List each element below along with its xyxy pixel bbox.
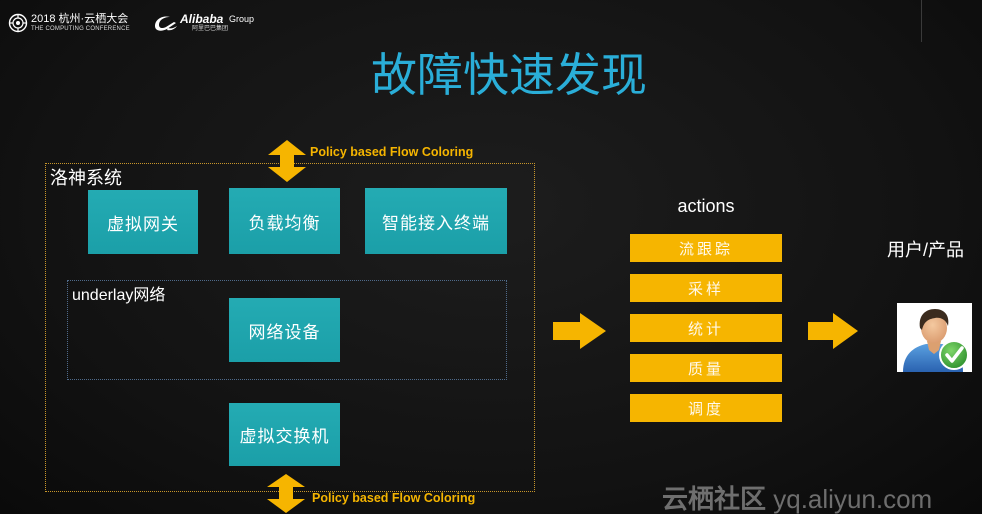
conference-emblem-icon [8, 13, 28, 33]
conference-subtitle: THE COMPUTING CONFERENCE [31, 26, 130, 32]
window-divider [921, 0, 922, 42]
virtual-gateway-box: 虚拟网关 [88, 190, 198, 254]
load-balancer-box: 负载均衡 [229, 188, 340, 254]
smart-access-terminal-box: 智能接入终端 [365, 188, 507, 254]
alibaba-group: Group [229, 14, 255, 24]
alibaba-logo-icon [155, 16, 177, 31]
alibaba-cn-name: 阿里巴巴集团 [192, 26, 229, 32]
flow-coloring-top-label: Policy based Flow Coloring [310, 145, 474, 159]
actions-title: actions [677, 196, 735, 216]
action-sampling: 采样 [630, 274, 782, 302]
right-arrow-icon [553, 313, 606, 349]
conference-logo: 2018 杭州·云栖大会 THE COMPUTING CONFERENCE [8, 12, 143, 34]
underlay-network-label: underlay网络 [72, 287, 166, 304]
system-label: 洛神系统 [50, 168, 122, 188]
page-title: 故障快速发现 [371, 49, 647, 101]
right-arrow-icon [808, 313, 858, 349]
action-quality: 质量 [630, 354, 782, 382]
action-flow-trace: 流跟踪 [630, 234, 782, 262]
watermark-url: yq.aliyun.com [773, 484, 933, 514]
alibaba-brand: Alibaba [180, 12, 224, 26]
watermark: 云栖社区 yq.aliyun.com [662, 485, 932, 513]
virtual-switch-box: 虚拟交换机 [229, 403, 340, 466]
alibaba-group-logo: Alibaba Group 阿里巴巴集团 [152, 12, 272, 34]
underlay-network-boundary [67, 280, 507, 380]
double-arrow-vertical-icon [268, 140, 306, 182]
conference-title: 2018 杭州·云栖大会 [31, 13, 129, 25]
flow-coloring-bottom-label: Policy based Flow Coloring [312, 491, 476, 505]
action-statistics: 统计 [630, 314, 782, 342]
action-scheduling: 调度 [630, 394, 782, 422]
double-arrow-vertical-icon [267, 474, 305, 513]
user-product-label: 用户/产品 [887, 240, 965, 260]
watermark-brand: 云栖社区 [662, 484, 767, 514]
network-device-box: 网络设备 [229, 298, 340, 362]
user-check-icon [897, 303, 972, 372]
